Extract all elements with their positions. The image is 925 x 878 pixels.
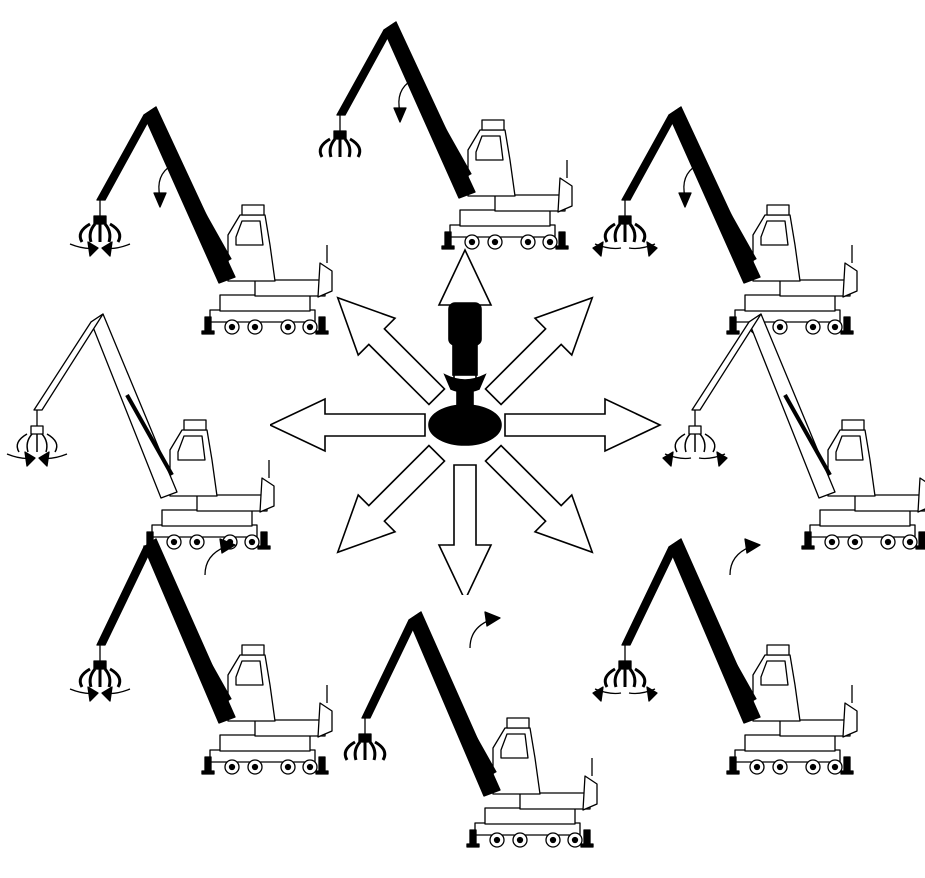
cab: [468, 120, 515, 196]
boom-arm: [692, 314, 835, 498]
cab: [228, 645, 275, 721]
cab: [828, 420, 875, 496]
cab: [753, 205, 800, 281]
grab-icon: [675, 410, 715, 452]
motion-indicator: [663, 452, 727, 466]
grab-icon: [80, 645, 120, 687]
boom-arm: [97, 107, 235, 283]
machine-bottom-left: [60, 525, 360, 805]
grab-icon: [17, 410, 57, 452]
joystick-icon: [429, 303, 501, 445]
cab: [170, 420, 217, 496]
boom-arm: [622, 539, 760, 723]
boom-arm: [97, 539, 235, 723]
cab: [753, 645, 800, 721]
boom-arm: [34, 314, 177, 498]
arrow-back: [439, 465, 491, 595]
arrow-right: [505, 399, 660, 451]
motion-indicator: [70, 165, 172, 256]
cab: [228, 205, 275, 281]
boom-arm: [362, 612, 500, 796]
motion-indicator: [7, 452, 67, 466]
motion-indicator: [470, 612, 500, 648]
machine-bottom-right: [585, 525, 885, 805]
grab-icon: [345, 718, 385, 760]
grab-icon: [605, 200, 645, 242]
joystick-diagram: [0, 0, 925, 783]
motion-indicator: [593, 165, 697, 256]
machine-bottom: [325, 598, 625, 878]
grab-icon: [80, 200, 120, 242]
boom-arm: [622, 107, 760, 283]
grab-icon: [605, 645, 645, 687]
